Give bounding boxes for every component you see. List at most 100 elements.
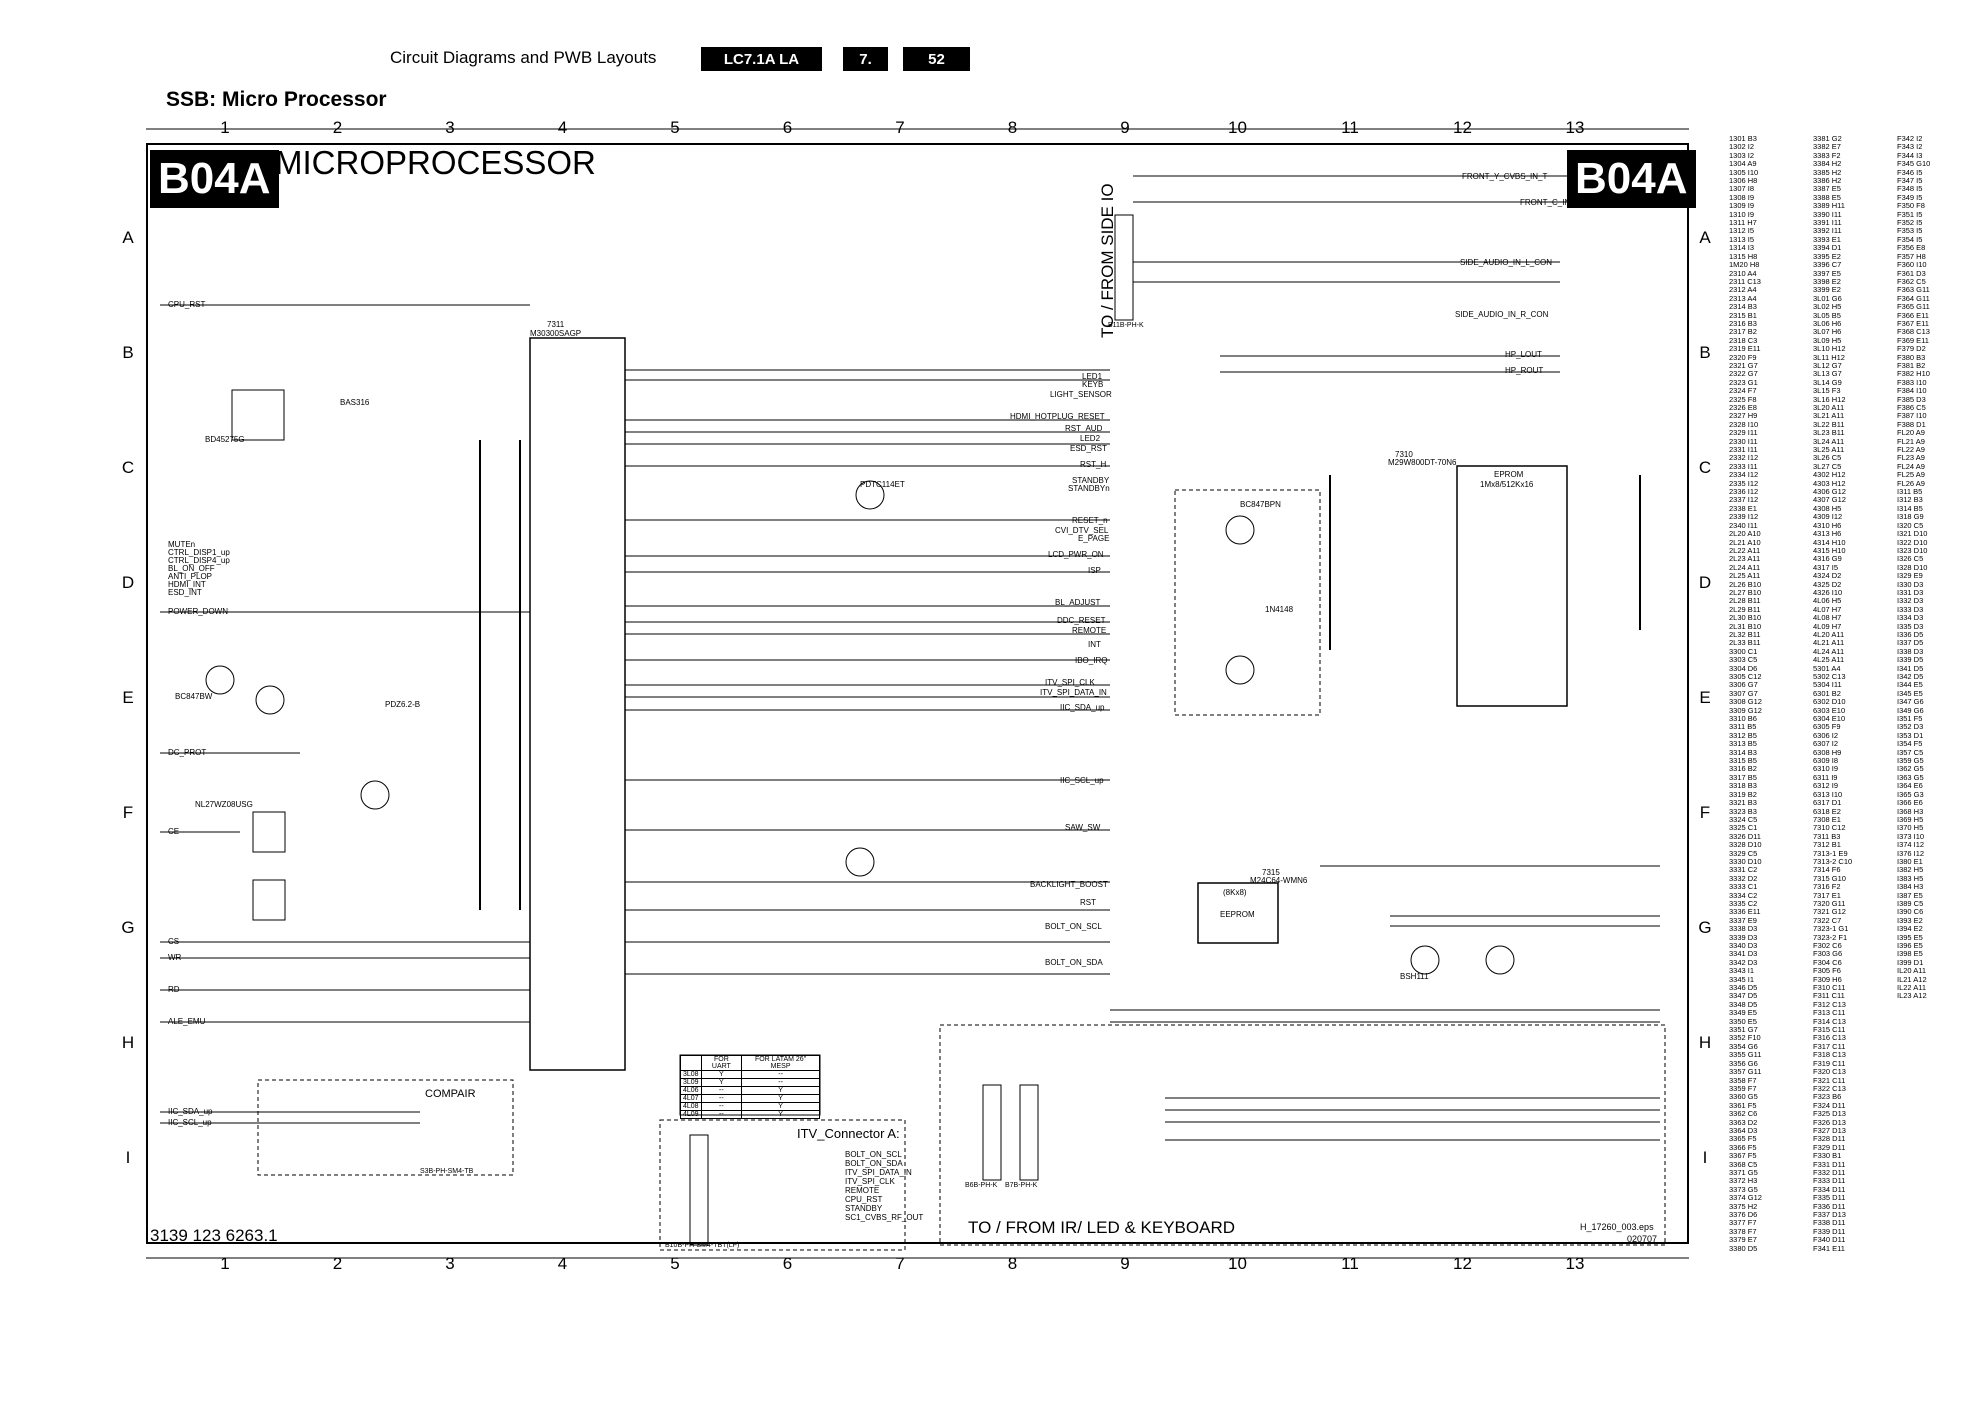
grid-row-right-F: F [1699, 803, 1711, 822]
connector-part-label: B6B-PH-K [965, 1182, 998, 1189]
uart-table-header [680, 1055, 702, 1071]
left-signal-label: RD [168, 985, 180, 994]
grid-column-9: 9 [1120, 118, 1130, 137]
component-label: HDMI_INT [168, 580, 206, 589]
grid-column-bottom-5: 5 [670, 1254, 680, 1273]
left-signal-label: CS [168, 937, 180, 946]
right-signal-label: REMOTE [1072, 626, 1107, 635]
left-signal-label: WR [168, 953, 182, 962]
grid-row-right-H: H [1698, 1033, 1712, 1052]
chapter-badge: 7. [843, 47, 888, 71]
grid-column-2: 2 [332, 118, 343, 137]
section-title: SSB: Micro Processor [166, 88, 387, 111]
right-signal-label: SIDE_AUDIO_IN_L_CON [1460, 258, 1553, 267]
right-signal-label: KEYB [1082, 380, 1104, 389]
document-header-title: Circuit Diagrams and PWB Layouts [390, 48, 657, 67]
component-label: BAS316 [340, 398, 370, 407]
grid-column-bottom-4: 4 [557, 1254, 568, 1273]
itv-signal-label: BOLT_ON_SCL [845, 1150, 902, 1159]
right-signal-label: INT [1088, 640, 1101, 649]
component-label: PDZ6.2-B [385, 700, 421, 709]
eeprom-label: EEPROM [1220, 910, 1255, 919]
itv-signal-label: CPU_RST [845, 1195, 883, 1204]
eprom-part: M29W800DT-70N6 [1388, 458, 1457, 467]
itv-signal-label: ITV_SPI_DATA_IN [845, 1168, 912, 1177]
eprom-size: 1Mx8/512Kx16 [1480, 480, 1534, 489]
component-label: BSH111 [1400, 972, 1429, 981]
component-label: BC847BW [175, 692, 213, 701]
uart-table-cell: 4L07 [680, 1094, 702, 1103]
connector-part-label: B10B-PH-SM4-TBT(LF) [665, 1242, 740, 1249]
right-signal-label: LED1 [1082, 372, 1103, 381]
right-signal-label: RST_AUD [1065, 424, 1103, 433]
eeprom-size: (8Kx8) [1223, 888, 1247, 897]
right-signal-label: HP_LOUT [1505, 350, 1542, 359]
grid-column-bottom-12: 12 [1453, 1254, 1472, 1273]
grid-column-8: 8 [1007, 118, 1018, 137]
table-row: 4L06--Y [680, 1086, 820, 1095]
uart-table-cell: Y [700, 1070, 743, 1079]
table-row: 4L09--Y [680, 1110, 820, 1119]
left-signal-label: IIC_SCL_up [168, 1118, 212, 1127]
connector-part-label: S3B-PH-SM4-TB [420, 1168, 474, 1175]
page-number-badge: 52 [903, 47, 970, 71]
grid-column-6: 6 [782, 118, 793, 137]
grid-column-bottom-2: 2 [332, 1254, 343, 1273]
file-reference: H_17260_003.eps [1580, 1222, 1654, 1232]
uart-table-cell: -- [741, 1078, 820, 1087]
right-signal-label: LIGHT_SENSOR [1050, 390, 1112, 399]
grid-row-G: G [121, 918, 135, 937]
grid-row-E: E [122, 688, 134, 707]
sheet-code-badge-right: B04A [1567, 150, 1696, 208]
component-label: NL27WZ08USG [195, 800, 253, 809]
connector-part-label: B11B-PH-K [1108, 322, 1144, 329]
grid-column-bottom-11: 11 [1341, 1254, 1359, 1273]
component-label: ANTI_PLOP [168, 572, 213, 581]
right-signal-label: BL_ADJUST [1055, 598, 1101, 607]
component-label: BC847BPN [1240, 500, 1281, 509]
grid-column-1: 1 [220, 118, 230, 137]
itv-connector-label: ITV_Connector A: [797, 1126, 900, 1141]
itv-signal-label: REMOTE [845, 1186, 880, 1195]
right-signal-label: STANDBYn [1068, 484, 1110, 493]
grid-row-B: B [122, 343, 134, 362]
grid-column-11: 11 [1341, 118, 1359, 137]
table-row: 4L07--Y [680, 1094, 820, 1103]
right-signal-label: BACKLIGHT_BOOST [1030, 880, 1108, 889]
uart-table-cell: 3L08 [680, 1070, 702, 1079]
left-signal-label: IIC_SDA_up [168, 1107, 213, 1116]
grid-column-7: 7 [895, 118, 905, 137]
uart-table-cell: Y [741, 1094, 820, 1103]
grid-row-D: D [121, 573, 135, 592]
grid-row-right-A: A [1699, 228, 1711, 247]
component-label: PDTC114ET [860, 480, 905, 489]
left-signal-label: ALE_EMU [168, 1017, 206, 1026]
right-signal-label: IBO_IRQ [1075, 656, 1108, 665]
grid-column-10: 10 [1228, 118, 1247, 137]
grid-row-right-E: E [1699, 688, 1711, 707]
grid-column-bottom-13: 13 [1565, 1254, 1585, 1273]
connector-part-label: B7B-PH-K [1005, 1182, 1038, 1189]
grid-row-A: A [122, 228, 134, 247]
grid-column-5: 5 [670, 118, 680, 137]
side-io-label: TO / FROM SIDE IO [1098, 183, 1117, 338]
grid-row-I: I [125, 1148, 131, 1167]
grid-row-C: C [121, 458, 135, 477]
right-signal-label: SIDE_AUDIO_IN_R_CON [1455, 310, 1549, 319]
component-label: BD45275G [205, 435, 245, 444]
left-signal-label: DC_PROT [168, 748, 207, 757]
schematic-frame [146, 143, 1689, 1244]
itv-signal-label: SC1_CVBS_RF_OUT [845, 1213, 924, 1222]
grid-row-F: F [122, 803, 134, 822]
grid-row-right-G: G [1698, 918, 1712, 937]
grid-column-12: 12 [1453, 118, 1472, 137]
grid-row-H: H [121, 1033, 135, 1052]
micro-part: M30300SAGP [530, 329, 582, 338]
uart-table-cell: -- [700, 1102, 743, 1111]
right-signal-label: BOLT_ON_SDA [1045, 958, 1103, 967]
uart-table-cell: -- [741, 1070, 820, 1079]
